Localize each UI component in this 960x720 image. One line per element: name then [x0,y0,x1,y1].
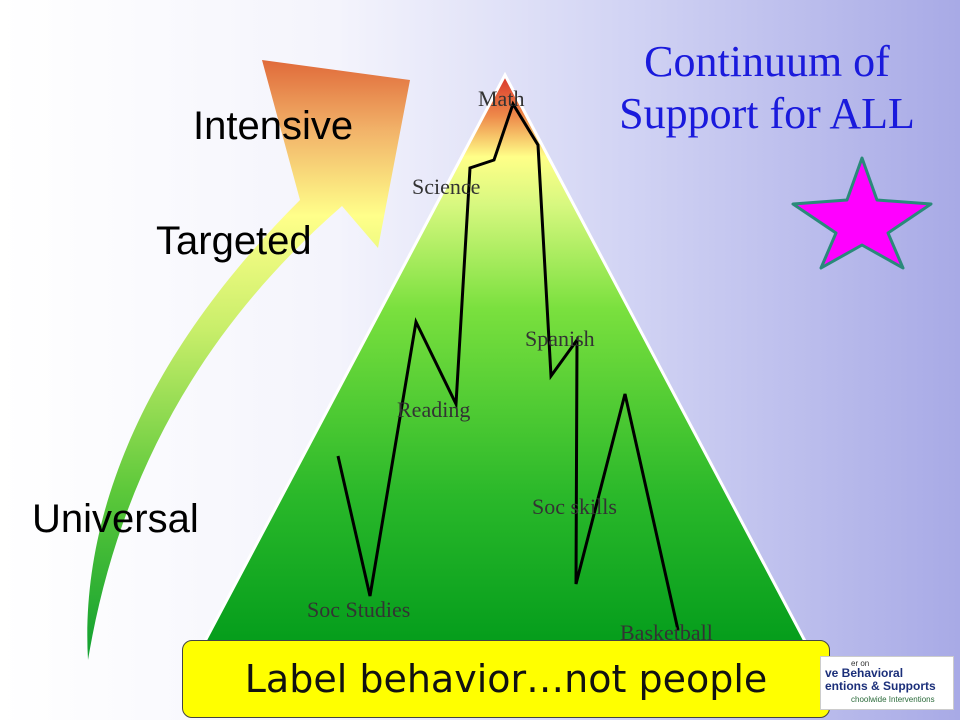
logo-text-line3: entions & Supports [825,679,936,693]
subject-label-basketball: Basketball [620,620,713,645]
subject-label-soc-studies: Soc Studies [307,597,411,622]
tier-label-universal: Universal [32,497,199,541]
tier-arrow [87,60,410,660]
star-icon [791,156,933,270]
subject-label-science: Science [412,174,481,199]
logo-text-line2: ve Behavioral [825,666,904,680]
pbis-logo: er on ve Behavioral entions & Supports c… [820,656,954,710]
logo-text-line1: er on [851,659,870,668]
slide-title: Continuum of Support for ALL [619,37,915,138]
banner-label-behavior: Label behavior…not people [182,640,830,718]
tier-label-intensive: Intensive [193,104,354,148]
subject-label-soc-skills: Soc skills [532,494,617,519]
subject-label-math: Math [478,86,525,111]
performance-line [336,100,680,631]
subject-label-spanish: Spanish [525,326,595,351]
pyramid [192,71,818,662]
tier-label-targeted: Targeted [156,219,312,263]
subject-label-reading: Reading [397,397,471,422]
logo-text-line4: choolwide Interventions [851,695,935,704]
